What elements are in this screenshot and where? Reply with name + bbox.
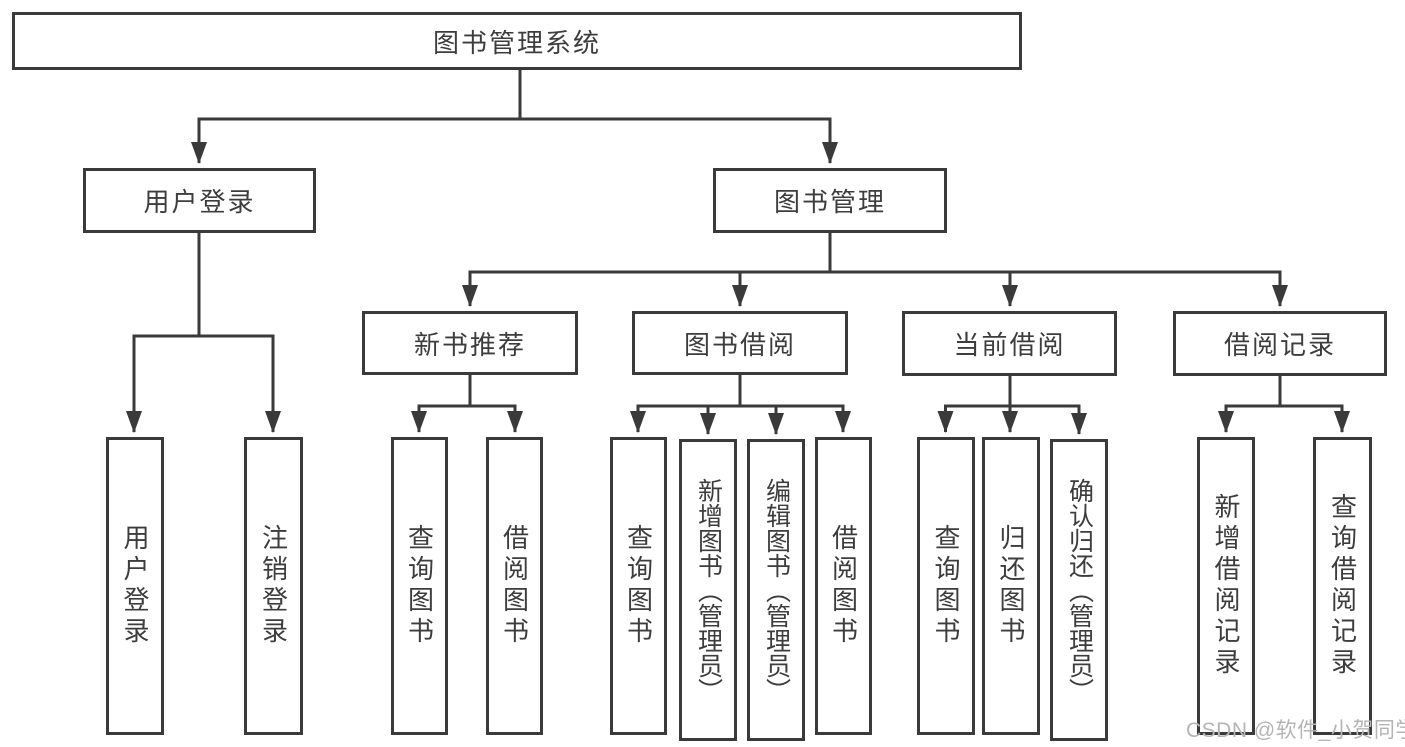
- node-leaf-borrow-books: 借阅图书: [486, 437, 543, 735]
- node-new-book-recommendation: 新书推荐: [362, 311, 578, 375]
- node-borrowing-records: 借阅记录: [1173, 311, 1387, 376]
- node-book-management: 图书管理: [713, 168, 947, 233]
- node-leaf-return-books: 归还图书: [982, 437, 1040, 735]
- node-user-login: 用户登录: [83, 168, 316, 233]
- node-leaf-edit-books-admin: 编辑图书（管理员）: [747, 439, 805, 741]
- node-current-borrowing: 当前借阅: [902, 311, 1117, 376]
- node-leaf-logout: 注销登录: [244, 437, 303, 735]
- node-leaf-query-books: 查询图书: [610, 437, 667, 735]
- node-leaf-borrow-books: 借阅图书: [815, 437, 872, 735]
- node-book-borrowing: 图书借阅: [632, 311, 848, 375]
- csdn-watermark: CSDN @软件_小贺同学: [1186, 719, 1405, 742]
- node-leaf-user-login: 用户登录: [106, 437, 164, 735]
- node-leaf-add-books-admin: 新增图书（管理员）: [679, 439, 737, 741]
- node-leaf-query-books: 查询图书: [917, 437, 975, 735]
- node-library-management-system: 图书管理系统: [12, 12, 1022, 70]
- node-leaf-confirm-return-admin: 确认归还（管理员）: [1050, 439, 1108, 741]
- node-leaf-query-books: 查询图书: [391, 437, 448, 735]
- node-leaf-add-borrow-record: 新增借阅记录: [1197, 437, 1255, 735]
- node-leaf-query-borrow-record: 查询借阅记录: [1313, 437, 1372, 735]
